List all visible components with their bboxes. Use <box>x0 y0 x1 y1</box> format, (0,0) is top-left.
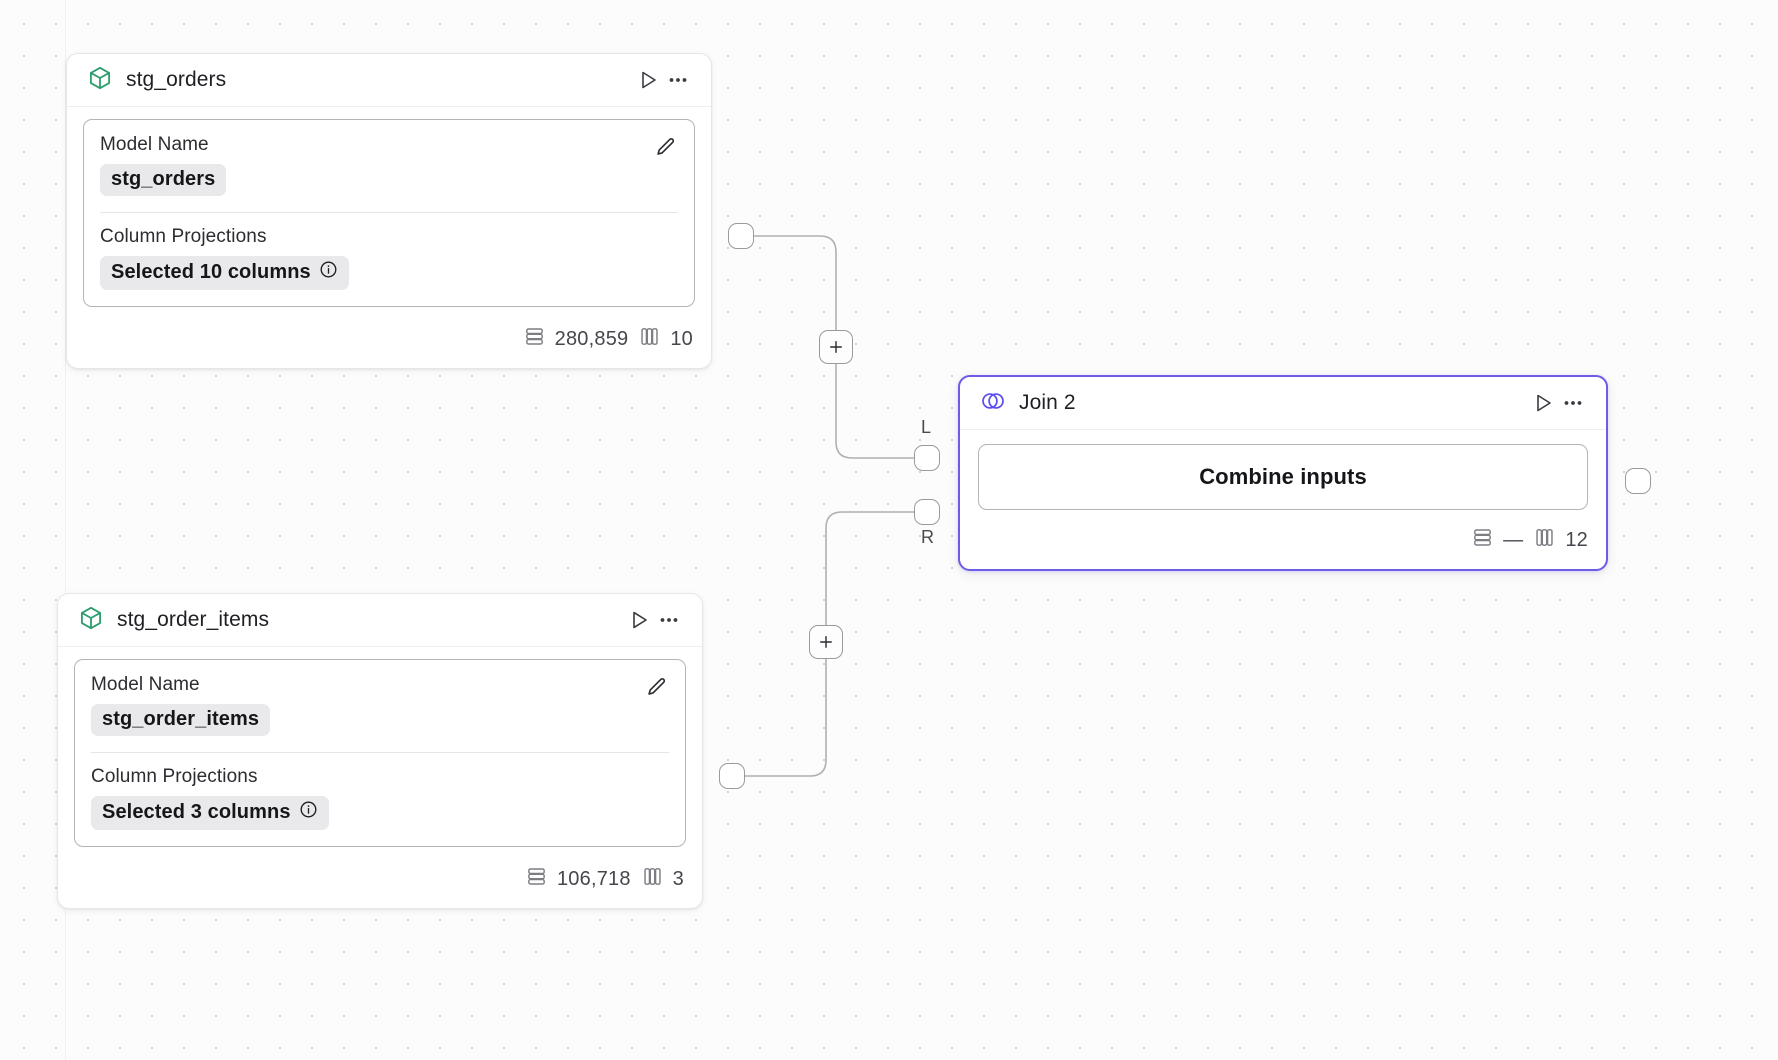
join-right-port-label: R <box>921 527 935 547</box>
column-count-stat: 3 <box>641 865 684 894</box>
more-options-button[interactable] <box>654 605 684 635</box>
node-stg-orders[interactable]: stg_orders Model Name stg_orders <box>66 53 712 369</box>
join-right-input-port[interactable] <box>914 499 940 525</box>
panel-divider <box>100 212 678 213</box>
edit-pencil-icon[interactable] <box>650 132 680 162</box>
cube-icon <box>78 605 104 636</box>
model-name-row: Model Name stg_order_items <box>91 674 669 736</box>
run-button[interactable] <box>633 65 663 95</box>
rows-icon <box>525 865 548 894</box>
model-config-panel: Model Name stg_order_items Column Projec… <box>74 659 686 847</box>
column-count-stat: 12 <box>1533 526 1588 555</box>
model-name-chip[interactable]: stg_order_items <box>91 704 271 736</box>
node-footer: 106,718 3 <box>58 855 702 908</box>
node-title: stg_order_items <box>117 608 270 631</box>
row-count-stat: 280,859 <box>523 325 629 354</box>
model-name-chip[interactable]: stg_orders <box>100 164 227 196</box>
run-button[interactable] <box>1528 388 1558 418</box>
node-title: Join 2 <box>1019 391 1076 414</box>
run-button[interactable] <box>624 605 654 635</box>
column-projections-chip[interactable]: Selected 10 columns <box>100 256 349 290</box>
column-projections-value: Selected 3 columns <box>102 801 291 823</box>
info-icon[interactable] <box>319 260 338 285</box>
venn-join-icon <box>980 388 1006 419</box>
node-header: Join 2 <box>960 377 1606 430</box>
rows-value: 280,859 <box>554 328 629 350</box>
output-port-stg-order-items[interactable] <box>719 763 745 789</box>
model-name-label: Model Name <box>91 674 200 695</box>
node-header: stg_orders <box>67 54 711 107</box>
column-count-stat: 10 <box>638 325 693 354</box>
model-name-label: Model Name <box>100 134 209 155</box>
cube-icon <box>87 65 113 96</box>
column-projections-value: Selected 10 columns <box>111 261 311 283</box>
columns-icon <box>638 325 661 354</box>
node-footer: — 12 <box>960 516 1606 569</box>
row-count-stat: — <box>1471 526 1523 555</box>
columns-value: 12 <box>1565 529 1588 551</box>
node-body: Combine inputs <box>960 430 1606 516</box>
columns-icon <box>641 865 664 894</box>
join-output-port[interactable] <box>1625 468 1651 494</box>
combine-inputs-button[interactable]: Combine inputs <box>978 444 1588 510</box>
rows-value: 106,718 <box>556 868 631 890</box>
model-config-panel: Model Name stg_orders Column Projections… <box>83 119 695 307</box>
columns-value: 10 <box>670 328 693 350</box>
column-projections-label: Column Projections <box>100 226 267 247</box>
edit-pencil-icon[interactable] <box>641 672 671 702</box>
row-count-stat: 106,718 <box>525 865 631 894</box>
column-projections-chip[interactable]: Selected 3 columns <box>91 796 329 830</box>
node-title: stg_orders <box>126 68 227 91</box>
insert-node-button-lower[interactable] <box>809 625 843 659</box>
rows-icon <box>523 325 546 354</box>
insert-node-button-upper[interactable] <box>819 330 853 364</box>
node-body: Model Name stg_orders Column Projections… <box>67 107 711 315</box>
node-body: Model Name stg_order_items Column Projec… <box>58 647 702 855</box>
join-left-input-port[interactable] <box>914 445 940 471</box>
node-header: stg_order_items <box>58 594 702 647</box>
column-projections-row: Column Projections Selected 10 columns <box>100 226 678 290</box>
node-stg-order-items[interactable]: stg_order_items Model Name stg_order_ite… <box>57 593 703 909</box>
model-name-row: Model Name stg_orders <box>100 134 678 196</box>
info-icon[interactable] <box>299 800 318 825</box>
node-footer: 280,859 10 <box>67 315 711 368</box>
column-projections-label: Column Projections <box>91 766 258 787</box>
column-projections-row: Column Projections Selected 3 columns <box>91 766 669 830</box>
output-port-stg-orders[interactable] <box>728 223 754 249</box>
columns-icon <box>1533 526 1556 555</box>
rows-icon <box>1471 526 1494 555</box>
columns-value: 3 <box>672 868 684 890</box>
node-join-2[interactable]: Join 2 Combine inputs <box>958 375 1608 571</box>
join-left-port-label: L <box>921 417 932 437</box>
panel-divider <box>91 752 669 753</box>
more-options-button[interactable] <box>1558 388 1588 418</box>
rows-value: — <box>1503 529 1524 551</box>
more-options-button[interactable] <box>663 65 693 95</box>
canvas-left-divider <box>65 0 66 1060</box>
